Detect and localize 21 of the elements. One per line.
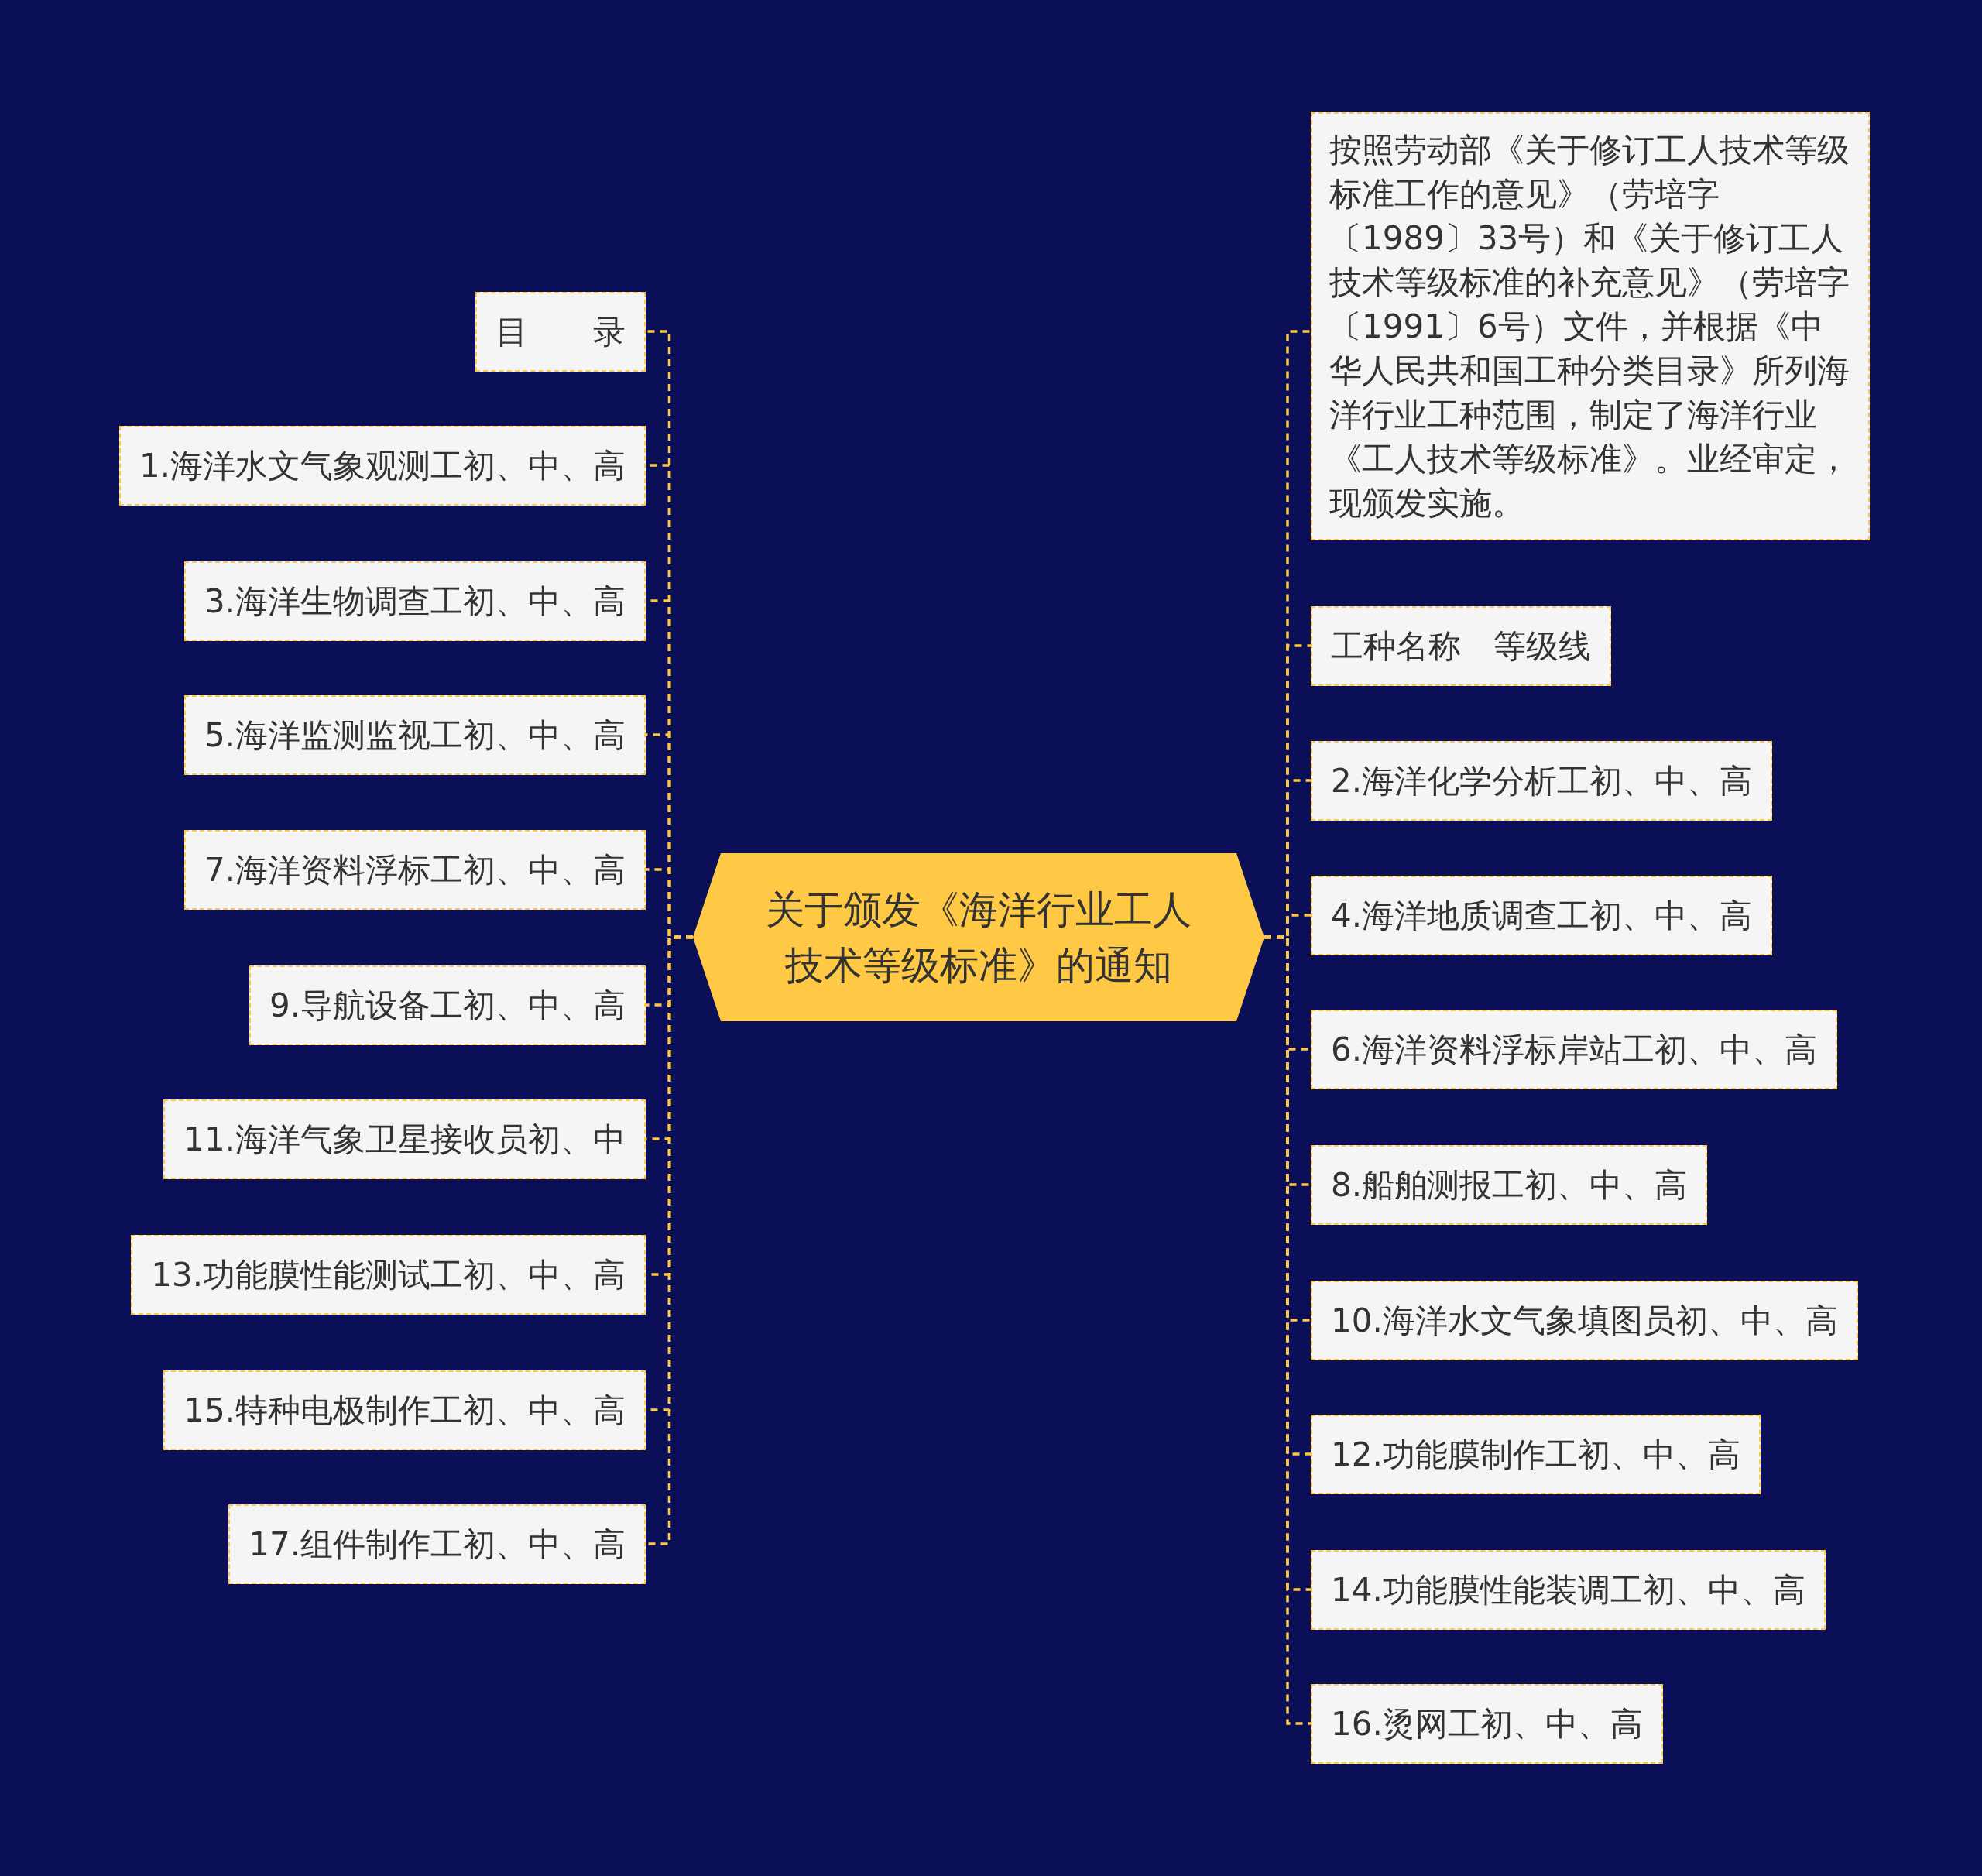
topic-box: 11.海洋气象卫星接收员初、中 <box>163 1099 646 1179</box>
topic-box: 16.烫网工初、中、高 <box>1311 1683 1663 1764</box>
topic-box: 15.特种电极制作工初、中、高 <box>163 1370 646 1450</box>
topic-box: 9.导航设备工初、中、高 <box>249 965 646 1045</box>
topic-box: 7.海洋资料浮标工初、中、高 <box>183 829 646 910</box>
topic-box: 10.海洋水文气象填图员初、中、高 <box>1311 1280 1858 1360</box>
topic-box: 1.海洋水文气象观测工初、中、高 <box>118 425 646 506</box>
topic-box: 13.功能膜性能测试工初、中、高 <box>131 1234 646 1315</box>
topic-box: 8.船舶测报工初、中、高 <box>1311 1144 1708 1225</box>
topic-box: 工种名称 等级线 <box>1311 605 1611 686</box>
topic-box: 2.海洋化学分析工初、中、高 <box>1311 740 1773 821</box>
topic-box: 3.海洋生物调查工初、中、高 <box>183 561 646 641</box>
topic-box: 6.海洋资料浮标岸站工初、中、高 <box>1311 1009 1838 1089</box>
topic-box: 5.海洋监测监视工初、中、高 <box>183 694 646 775</box>
topic-box: 14.功能膜性能装调工初、中、高 <box>1311 1549 1826 1630</box>
topic-box: 12.功能膜制作工初、中、高 <box>1311 1414 1761 1494</box>
topic-hexagon: 关于颁发《海洋行业工人技术等级标准》的通知 <box>693 853 1264 1021</box>
topic-box: 17.组件制作工初、中、高 <box>228 1504 646 1584</box>
topic-box: 按照劳动部《关于修订工人技术等级标准工作的意见》（劳培字〔1989〕33号）和《关于修订工人技术等级标准的补充意见》（劳培字〔1991〕6号）文件，并根据《中华人民共和国工种分类目录》所列海洋行业工种范围，制定了海洋行业《工人技术等级标准》。业经审定，现颁发实施。 <box>1311 112 1870 540</box>
topic-box: 目 录 <box>475 291 646 372</box>
topic-box: 4.海洋地质调查工初、中、高 <box>1311 875 1773 955</box>
